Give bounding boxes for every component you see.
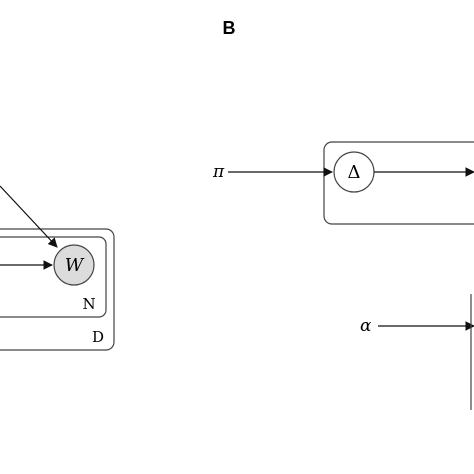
outer-plate-d — [0, 228, 115, 351]
right-plate — [323, 141, 474, 225]
left-plate-model: W N D — [0, 185, 115, 351]
observed-node-w — [53, 244, 95, 286]
alpha-label: α — [360, 316, 372, 336]
inner-plate-n — [0, 236, 107, 318]
observed-node-w-label: W — [65, 255, 85, 276]
right-plate-model: π Δ α — [212, 141, 474, 410]
panel-b-label: B — [223, 18, 236, 38]
inner-plate-label: N — [82, 295, 95, 313]
outer-plate-label: D — [92, 328, 104, 346]
delta-node-label: Δ — [348, 162, 361, 183]
pi-label: π — [212, 162, 225, 182]
edge-to-w-diagonal — [0, 185, 58, 248]
